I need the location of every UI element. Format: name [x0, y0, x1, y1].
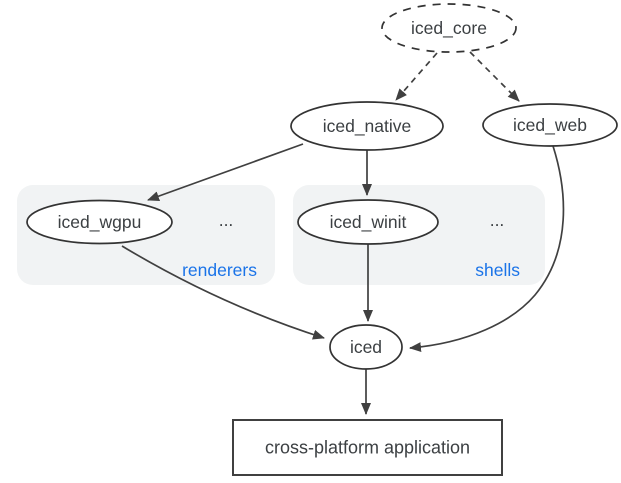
edge-iced-core-to-iced-web [469, 51, 520, 102]
renderers-group-label: renderers [182, 260, 257, 280]
iced-wgpu-label: iced_wgpu [58, 212, 142, 233]
iced-label: iced [350, 337, 382, 357]
iced-web-ellipse [482, 103, 618, 147]
iced-winit-label: iced_winit [330, 212, 407, 233]
node-iced-wgpu: iced_wgpu [26, 199, 173, 245]
iced-core-ellipse [381, 3, 517, 53]
edge-iced-wgpu-to-iced [121, 245, 325, 340]
node-iced: iced [329, 324, 403, 370]
node-iced-winit: iced_winit [297, 199, 439, 245]
node-iced-core: iced_core [381, 3, 517, 53]
iced-winit-ellipse [297, 199, 439, 245]
iced-web-label: iced_web [513, 115, 587, 136]
edge-iced-native-to-iced-wgpu [147, 143, 304, 201]
node-application: cross-platform application [232, 419, 503, 476]
node-iced-web: iced_web [482, 103, 618, 147]
iced-core-label: iced_core [411, 18, 487, 39]
application-box [232, 419, 503, 476]
edge-iced-web-to-iced [409, 145, 565, 353]
iced-native-label: iced_native [323, 116, 412, 137]
iced-native-ellipse [290, 101, 444, 151]
iced-wgpu-ellipse [26, 199, 173, 245]
node-iced-native: iced_native [290, 101, 444, 151]
shells-group-label: shells [475, 260, 520, 280]
shells-ellipsis: ... [490, 210, 505, 230]
edge-iced-core-to-iced-native [395, 52, 438, 101]
renderers-ellipsis: ... [219, 210, 234, 230]
application-label: cross-platform application [265, 438, 470, 458]
iced-ellipse [329, 324, 403, 370]
